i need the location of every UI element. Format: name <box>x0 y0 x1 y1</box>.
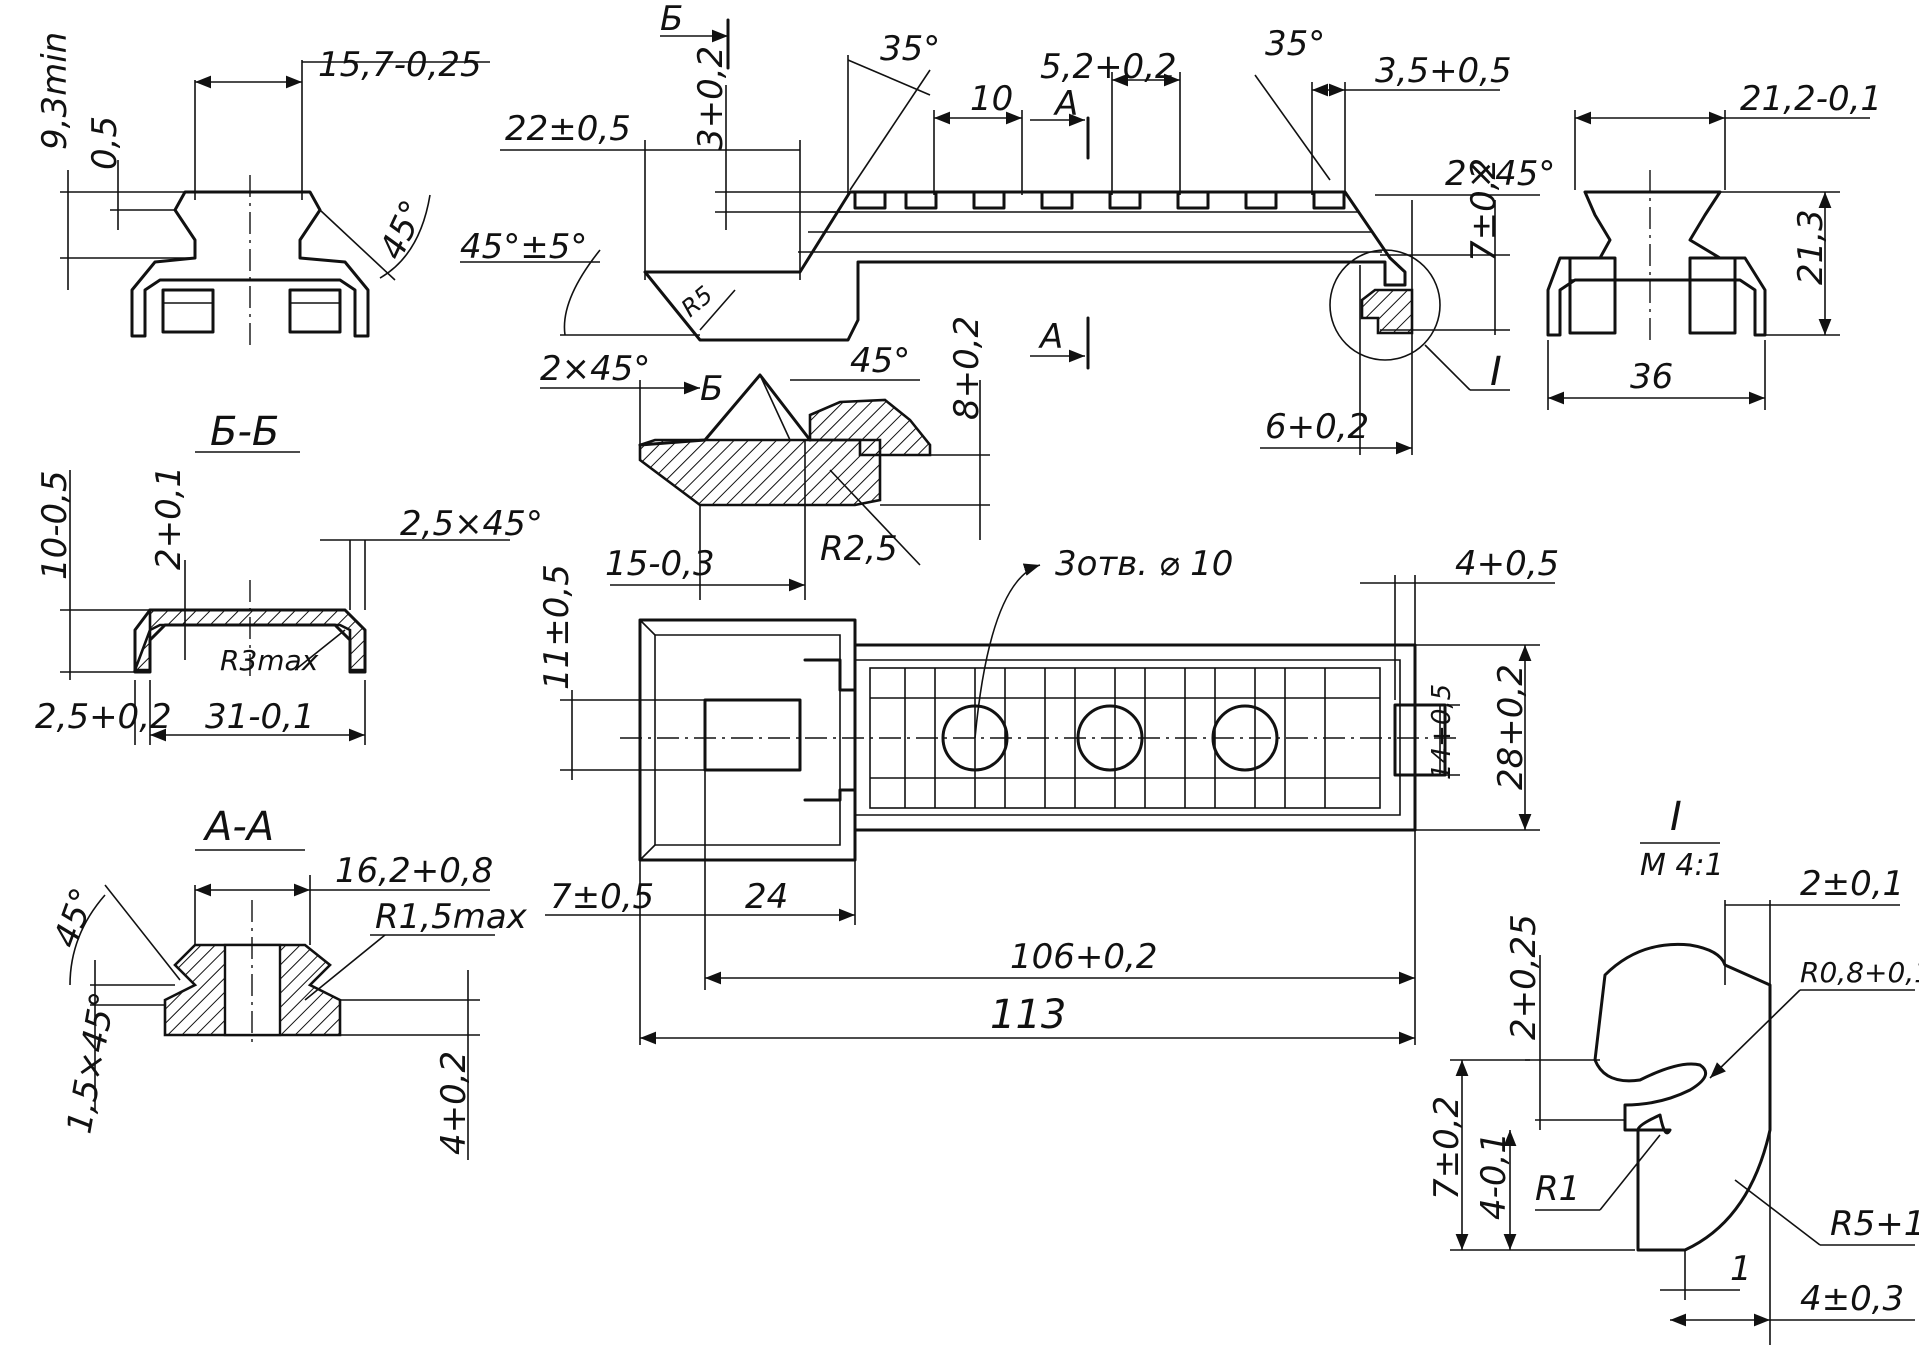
dim-r1-5-max: R1,5max <box>375 897 528 937</box>
plan-mount-base <box>638 618 857 862</box>
dim-21-2: 21,2-0,1 <box>1740 79 1882 119</box>
detail-i-hatch-mini <box>1360 288 1414 335</box>
dim-36: 36 <box>1630 357 1673 397</box>
dim-10-bb: 10-0,5 <box>35 470 75 580</box>
dim-2x45-top: 2×45° <box>1445 154 1555 194</box>
dim-2x45-b: 2×45° <box>540 349 650 389</box>
detail-i: I M 4:1 2±0,1 R0,8+0,1 2+0,25 7±0,2 4-0,… <box>1427 794 1919 1345</box>
dim-16-2: 16,2+0,8 <box>335 851 493 891</box>
dim-4-03: 4±0,3 <box>1800 1279 1904 1319</box>
dim-15-7: 15,7-0,25 <box>318 45 482 85</box>
dim-45-left-end: 45° <box>372 194 434 266</box>
detail-i-scale: M 4:1 <box>1640 848 1724 883</box>
dim-8: 8+0,2 <box>947 316 987 420</box>
dim-14: 14+0,5 <box>1427 684 1457 780</box>
dim-0-5: 0,5 <box>85 116 125 170</box>
section-bb-title: Б-Б <box>210 409 279 455</box>
dim-3-5: 3,5+0,5 <box>1375 51 1512 91</box>
plan-view: 3отв. ⌀ 10 4+0,5 11±0,5 14+0,5 28+0,2 7±… <box>537 544 1559 1045</box>
dim-r1: R1 <box>1535 1169 1580 1209</box>
detail-b-hatched-top <box>808 398 932 457</box>
dim-24: 24 <box>745 877 788 917</box>
dim-45-aa: 45° <box>46 883 104 953</box>
section-bb: Б-Б 10-0,5 2+0,1 2,5×45° R3max 2,5+0,2 3… <box>35 409 543 745</box>
dim-2-5x45: 2,5×45° <box>400 504 543 544</box>
section-a-mark-top: A <box>1053 84 1078 124</box>
dim-11: 11±0,5 <box>537 564 577 690</box>
rail-slots <box>853 190 1346 210</box>
section-b-mark-top: Б <box>660 0 683 39</box>
dim-r5: R5+1 <box>1830 1204 1919 1244</box>
mark-b-detail: Б <box>700 369 723 409</box>
dim-7-detail: 7±0,2 <box>1427 1096 1467 1200</box>
dim-5-2: 5,2+0,2 <box>1040 47 1177 87</box>
left-end-foot-left <box>161 288 215 334</box>
detail-b-view: 2×45° Б 45° 8+0,2 15-0,3 R2,5 <box>540 316 990 600</box>
dim-35-left: 35° <box>880 29 940 69</box>
dim-7-top: 7±0,2 <box>1464 158 1504 262</box>
dim-2-5-bb: 2,5+0,2 <box>35 697 172 737</box>
dim-2-01: 2±0,1 <box>1800 864 1904 904</box>
rail-side-profile <box>643 190 1407 342</box>
dim-35-right: 35° <box>1265 24 1325 64</box>
plan-mount-slot <box>703 698 802 772</box>
dim-3-holes: 3отв. ⌀ 10 <box>1055 544 1233 584</box>
dim-7-plan: 7±0,5 <box>550 877 654 917</box>
dim-2-025: 2+0,25 <box>1504 914 1544 1040</box>
dim-45-5: 45°±5° <box>460 227 587 267</box>
detail-i-circle <box>1329 249 1441 361</box>
right-end-profile <box>1546 190 1767 337</box>
dim-106: 106+0,2 <box>1010 937 1157 977</box>
section-aa-title: A-A <box>202 804 274 850</box>
left-end-view: 15,7-0,25 9,3min 0,5 45° <box>35 32 490 345</box>
dim-21-3: 21,3 <box>1791 209 1831 285</box>
dim-r0-8: R0,8+0,1 <box>1800 956 1919 989</box>
dim-28: 28+0,2 <box>1491 664 1531 790</box>
detail-b-hatched-body <box>638 438 882 507</box>
dim-1: 1 <box>1730 1249 1752 1289</box>
dim-6: 6+0,2 <box>1265 407 1369 447</box>
detail-i-profile <box>1593 942 1772 1252</box>
top-side-view: I Б A A 35° 10 5,2+0,2 35° 3,5+0,5 2×45° <box>460 0 1555 455</box>
dim-1-5x45: 1,5×45° <box>59 989 123 1137</box>
dim-4-01: 4-0,1 <box>1474 1132 1514 1220</box>
dim-r3-max: R3max <box>220 644 319 677</box>
dim-4-aa: 4+0,2 <box>434 1051 474 1155</box>
dim-r2-5: R2,5 <box>820 529 898 569</box>
dim-3: 3+0,2 <box>691 46 731 150</box>
dim-10: 10 <box>970 79 1013 119</box>
dim-15: 15-0,3 <box>605 544 715 584</box>
detail-i-mark: I <box>1490 349 1502 395</box>
section-aa: A-A 16,2+0,8 R1,5max 45° 1,5×45° 4+0,2 <box>46 804 528 1160</box>
dim-2-bb: 2+0,1 <box>149 466 189 570</box>
dim-22: 22±0,5 <box>505 109 631 149</box>
dim-45-b: 45° <box>850 341 910 381</box>
dim-4-plan: 4+0,5 <box>1455 544 1559 584</box>
dim-31: 31-0,1 <box>205 697 315 737</box>
left-end-foot-right <box>288 288 342 334</box>
dim-113: 113 <box>990 992 1066 1038</box>
left-end-profile <box>130 190 370 338</box>
section-a-mark-bottom: A <box>1038 317 1063 357</box>
dim-9-3-min: 9,3min <box>35 32 75 150</box>
right-end-view: 21,2-0,1 21,3 36 <box>1546 79 1882 410</box>
detail-i-title: I <box>1670 794 1682 840</box>
